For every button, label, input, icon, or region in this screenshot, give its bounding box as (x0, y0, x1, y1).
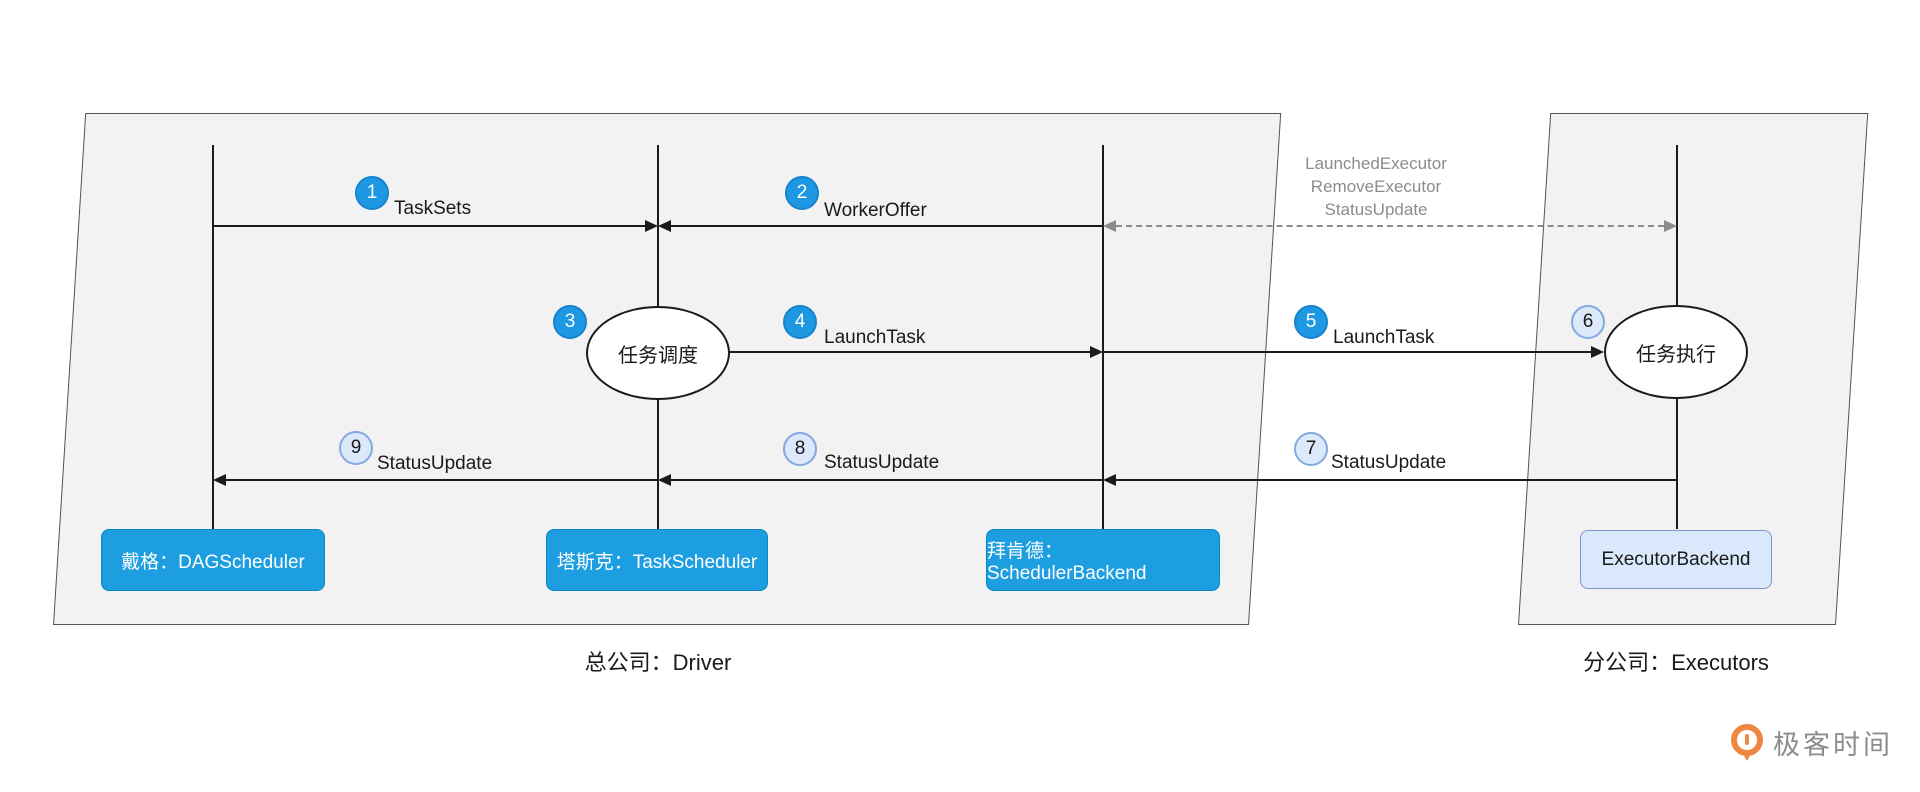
process-ellipse-task-scheduling: 任务调度 (586, 306, 730, 400)
component-box-executorbackend: ExecutorBackend (1580, 530, 1772, 589)
arrow-statusupdate-9-head (213, 474, 226, 486)
step-badge-6: 6 (1571, 305, 1605, 339)
caption-executors-group: 分公司：Executors (1583, 650, 1769, 675)
message-label-launchtask-executor: LaunchTask (1333, 327, 1435, 348)
lifeline-schedulerbackend (1102, 145, 1104, 529)
step-badge-1: 1 (355, 176, 389, 210)
arrow-executor-status-dashed-head-left (1103, 220, 1116, 232)
arrow-statusupdate-8-head (658, 474, 671, 486)
message-label-statusupdate-7: StatusUpdate (1331, 452, 1447, 473)
arrow-workeroffer-line (671, 225, 1103, 227)
step-badge-9: 9 (339, 431, 373, 465)
message-label-launchtask-driver: LaunchTask (824, 327, 926, 348)
step-badge-3: 3 (553, 305, 587, 339)
arrow-statusupdate-7-head (1103, 474, 1116, 486)
step-badge-4: 4 (783, 305, 817, 339)
arrow-workeroffer-head (658, 220, 671, 232)
component-box-schedulerbackend: 拜肯德：SchedulerBackend (986, 529, 1220, 591)
process-ellipse-task-execution: 任务执行 (1604, 305, 1748, 399)
message-label-statusupdate-9: StatusUpdate (377, 453, 493, 474)
arrow-launchtask-driver-line (729, 351, 1090, 353)
message-label-tasksets: TaskSets (394, 198, 472, 219)
dashed-message-line-1: LaunchedExecutor (1305, 154, 1447, 173)
geektime-logo-text: 极客时间 (1773, 729, 1893, 760)
arrow-executor-status-dashed-line (1116, 225, 1664, 227)
arrow-tasksets-head (645, 220, 658, 232)
arrow-statusupdate-7-line (1116, 479, 1677, 481)
lifeline-dagscheduler (212, 145, 214, 529)
component-label-schedulerbackend: 拜肯德：SchedulerBackend (987, 540, 1147, 584)
arrow-launchtask-executor-head (1591, 346, 1604, 358)
arrow-tasksets-line (213, 225, 645, 227)
arrow-launchtask-driver-head (1090, 346, 1103, 358)
arrow-executor-status-dashed-head-right (1664, 220, 1677, 232)
step-badge-2: 2 (785, 176, 819, 210)
arrow-statusupdate-9-line (226, 479, 658, 481)
step-badge-8: 8 (783, 432, 817, 466)
caption-driver-group: 总公司：Driver (584, 650, 732, 675)
step-badge-7: 7 (1294, 432, 1328, 466)
component-label-dagscheduler: 戴格：DAGScheduler (121, 551, 305, 573)
component-box-dagscheduler: 戴格：DAGScheduler (101, 529, 325, 591)
step-badge-5: 5 (1294, 305, 1328, 339)
geektime-logo-icon (1729, 722, 1765, 762)
message-label-statusupdate-8: StatusUpdate (824, 452, 940, 473)
geektime-logo: 极客时间 (1729, 722, 1893, 762)
component-box-taskscheduler: 塔斯克：TaskScheduler (546, 529, 768, 591)
dashed-message-line-2: RemoveExecutor (1310, 177, 1442, 196)
process-label-task-execution: 任务执行 (1636, 343, 1716, 366)
arrow-launchtask-executor-line (1104, 351, 1591, 353)
component-label-taskscheduler: 塔斯克：TaskScheduler (556, 551, 758, 573)
message-label-workeroffer: WorkerOffer (824, 200, 927, 221)
arrow-statusupdate-8-line (671, 479, 1103, 481)
process-label-task-scheduling: 任务调度 (618, 344, 698, 367)
dashed-message-labels: LaunchedExecutor RemoveExecutor StatusUp… (1276, 152, 1476, 221)
component-label-executorbackend: ExecutorBackend (1601, 548, 1751, 570)
dashed-message-line-3: StatusUpdate (1324, 200, 1428, 219)
